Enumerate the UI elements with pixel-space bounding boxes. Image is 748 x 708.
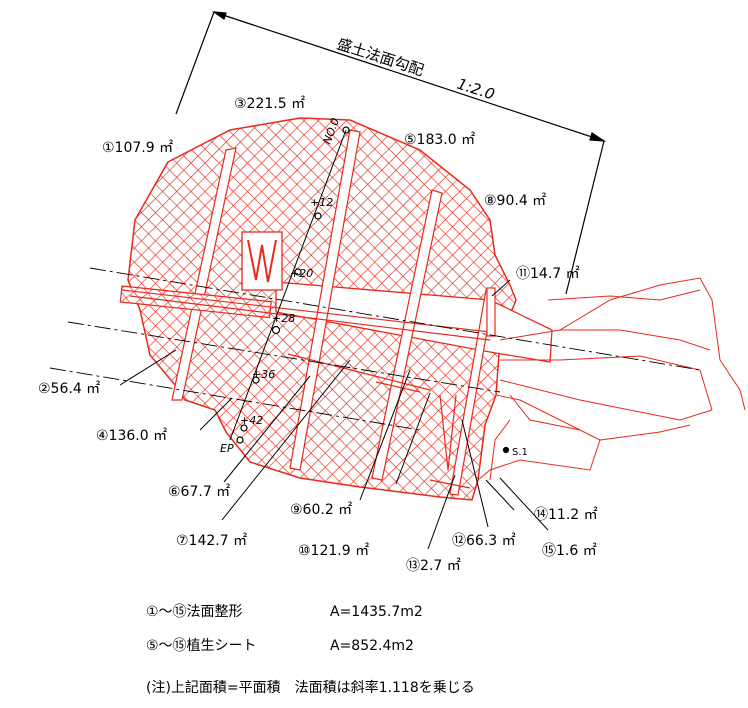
area-label-11: ⑪14.7 ㎡ — [516, 266, 580, 282]
station-axis — [229, 129, 347, 441]
area-label-6: ⑥67.7 ㎡ — [168, 484, 230, 500]
station-ep: EP — [220, 442, 234, 455]
area-label-1: ①107.9 ㎡ — [102, 140, 173, 156]
strips — [171, 129, 495, 496]
area-label-10: ⑩121.9 ㎡ — [298, 543, 369, 559]
station-markers — [236, 126, 510, 454]
right-outline — [477, 277, 746, 481]
area-label-4: ④136.0 ㎡ — [96, 428, 167, 444]
area-label-14: ⑭11.2 ㎡ — [534, 507, 598, 523]
road-details — [119, 285, 496, 489]
area-label-8: ⑧90.4 ㎡ — [484, 193, 546, 209]
summary-note: (注)上記面積=平面積 法面積は斜率1.118を乗じる — [146, 679, 475, 696]
area-label-5: ⑤183.0 ㎡ — [404, 132, 475, 148]
station-p36: +36 — [252, 368, 275, 381]
station-p28: +28 — [272, 312, 295, 325]
slope-dimension — [175, 11, 607, 295]
station-s1: S.1 — [512, 447, 528, 458]
summary-line1-value: A=1435.7m2 — [330, 604, 423, 620]
area-label-15: ⑮1.6 ㎡ — [542, 543, 597, 559]
center-lines — [49, 267, 701, 431]
station-p20: +20 — [290, 267, 313, 280]
area-label-9: ⑨60.2 ㎡ — [290, 502, 352, 518]
summary-line1-label: ①～⑮法面整形 — [146, 604, 243, 620]
area-label-13: ⑬2.7 ㎡ — [406, 558, 461, 574]
summary-line2-label: ⑤～⑮植生シート — [146, 638, 257, 654]
area-label-7: ⑦142.7 ㎡ — [176, 533, 247, 549]
slope-title: 盛土法面勾配 — [335, 35, 426, 80]
station-p12: +12 — [310, 196, 333, 209]
station-p42: +42 — [240, 414, 263, 427]
area-label-12: ⑫66.3 ㎡ — [452, 533, 516, 549]
area-label-2: ②56.4 ㎡ — [38, 381, 100, 397]
slope-ratio: 1:2.0 — [455, 75, 497, 104]
summary-line2-value: A=852.4m2 — [330, 638, 414, 654]
leader-lines — [119, 279, 549, 550]
area-label-3: ③221.5 ㎡ — [234, 96, 305, 112]
